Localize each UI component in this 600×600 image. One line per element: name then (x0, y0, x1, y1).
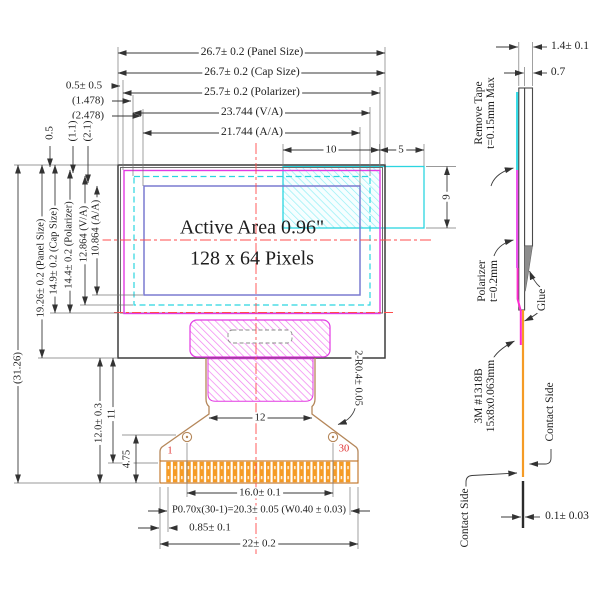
dim-polarizer-width: 25.7± 0.2 (Polarizer) (202, 86, 302, 99)
fpc-edge-right (311, 358, 359, 461)
dim-tab-width: 12 (252, 411, 268, 424)
glue-label: Glue (536, 286, 549, 314)
alignment-hole-right-dot (331, 435, 335, 439)
dim-aa-height: 10.864 (A/A) (90, 197, 103, 259)
dim-total-thickness: 1.4± 0.1 (549, 40, 591, 53)
polarizer-outline (123, 169, 381, 315)
offset-polarizer-y: 0.5 (43, 124, 56, 142)
offset-polarizer-x: 0.5± 0.5 (63, 79, 105, 92)
dim-contact-thickness: 0.1± 0.03 (543, 510, 591, 523)
dim-panel-width: 26.7± 0.2 (Panel Size) (198, 46, 306, 59)
dim-panel-height: 19.26± 0.2 (Panel Size) (35, 216, 48, 320)
panel-outline (117, 164, 386, 359)
dim-va-width: 23.744 (V/A) (219, 106, 285, 119)
pin-number-first: 1 (167, 445, 173, 457)
remove-tape-label: Remove Tape t=0.15mm Max (473, 75, 498, 151)
offset-va-x: (1.478) (69, 94, 107, 107)
fpc-tab-hatch (207, 358, 314, 402)
active-area-subtitle: 128 x 64 Pixels (190, 247, 314, 270)
remove-tape-line2: t=0.15mm Max (485, 77, 497, 149)
side-view (516, 87, 534, 528)
dim-fpc-length-outer: 12.0± 0.3 (93, 401, 106, 445)
active-area-outline (143, 185, 361, 296)
dim-notch-radius: 2-R0.4± 0.05 (351, 348, 364, 408)
dim-va-height: 12.864 (V/A) (78, 203, 91, 265)
pin-number-last: 30 (338, 443, 350, 455)
polarizer-line2: t=0.2mm (488, 260, 500, 302)
offset-aa-y: (2.1) (81, 118, 94, 144)
centerlines (100, 143, 434, 556)
cap-glass-side (524, 87, 534, 247)
remove-tape-plan-outline (282, 165, 425, 229)
contact-side-right-label: Contact Side (544, 380, 557, 444)
adhesive-tape-label: 3M #1318B 15x8x0.063mm (473, 357, 498, 435)
dim-hole-span: 16.0± 0.1 (237, 486, 283, 499)
pin-contacts (166, 461, 352, 483)
offset-aa-x: (2.478) (69, 109, 107, 122)
glue-wedge (524, 245, 533, 292)
polarizer-strip (516, 170, 520, 268)
front-view (117, 164, 425, 484)
driver-ic-outline (227, 329, 293, 344)
dim-hole-offset: 4.75 (121, 447, 134, 471)
dim-total-height: (31.26) (11, 349, 24, 387)
adhesive-tape-side-line (516, 268, 522, 345)
dim-polarizer-height: 14.4± 0.2 (Polarizer) (63, 199, 76, 291)
fpc-edge-left (159, 358, 210, 461)
viewing-area-outline (133, 175, 371, 306)
remove-tape-strip (516, 92, 520, 170)
dim-pin-margin: 0.85± 0.1 (187, 521, 233, 534)
alignment-hole-left-dot (185, 435, 189, 439)
contact-side-left-label: Contact Side (459, 486, 472, 550)
dim-cap-width: 26.7± 0.2 (Cap Size) (202, 66, 302, 79)
dim-tape-outside: 5 (396, 143, 406, 156)
dim-cap-height: 14.9± 0.2 (Cap Size) (48, 205, 61, 297)
panel-glass-side (518, 87, 526, 311)
tape-line2: 15x8x0.063mm (485, 359, 497, 433)
dim-fpc-width: 22± 0.2 (240, 537, 278, 550)
offset-va-y: (1.1) (66, 118, 79, 144)
dim-fpc-length-inner: 11 (106, 406, 119, 422)
dim-tape-inside: 10 (323, 143, 339, 156)
polarizer-label: Polarizer t=0.2mm (476, 258, 501, 304)
dim-aa-width: 21.744 (A/A) (219, 126, 285, 139)
active-area-title: Active Area 0.96" (179, 216, 325, 239)
dim-pin-pitch: P0.70x(30-1)=20.3± 0.05 (W0.40 ± 0.03) (169, 504, 349, 517)
dim-tape-height: 9 (440, 192, 453, 202)
dim-cap-thickness: 0.7 (548, 66, 568, 79)
